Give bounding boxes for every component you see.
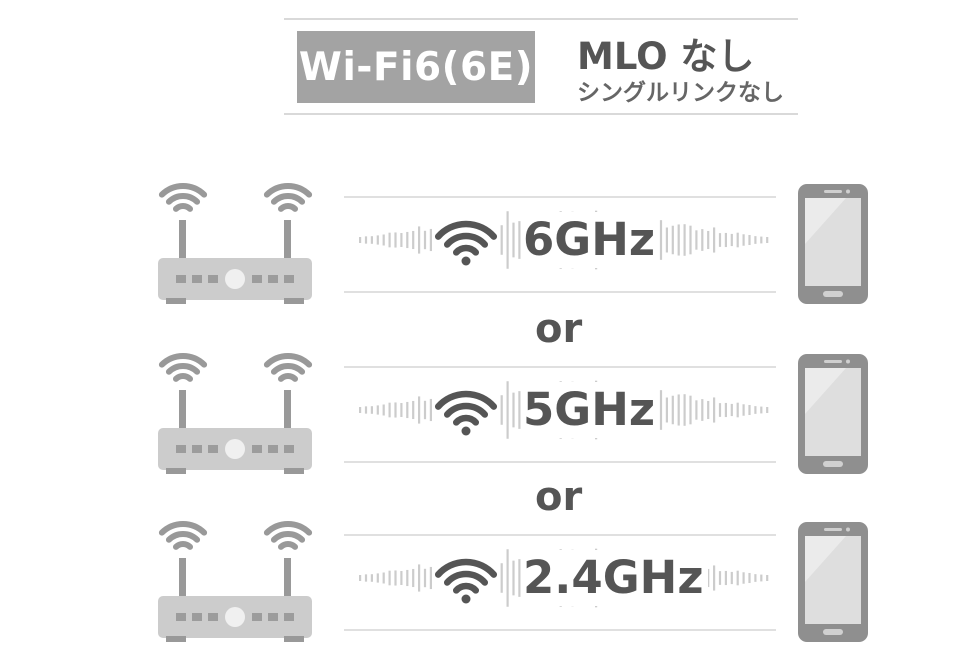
smartphone-icon: [798, 354, 868, 474]
smartphone-icon: [798, 522, 868, 642]
band-label: 6GHz: [521, 212, 660, 268]
band-top-line: [344, 534, 776, 536]
wifi-icon: [434, 555, 498, 605]
standard-badge: Wi-Fi6(6E): [297, 31, 535, 103]
band-bottom-line: [344, 291, 776, 293]
band-label: 5GHz: [521, 382, 660, 438]
band-row-6ghz: 6GHz: [0, 180, 960, 305]
band-bottom-line: [344, 629, 776, 631]
smartphone-icon: [798, 184, 868, 304]
mlo-title: MLO なし: [577, 35, 755, 78]
band-top-line: [344, 196, 776, 198]
band-row-5ghz: 5GHz: [0, 350, 960, 475]
band-row-2-4ghz: 2.4GHz: [0, 518, 960, 643]
router-icon: [158, 183, 313, 304]
band-bottom-line: [344, 461, 776, 463]
wifi-icon: [434, 217, 498, 267]
router-icon: [158, 353, 313, 474]
router-icon: [158, 521, 313, 642]
band-top-line: [344, 366, 776, 368]
header-top-line: [284, 18, 798, 20]
mlo-subtitle: シングルリンクなし: [577, 80, 784, 106]
wifi-icon: [434, 387, 498, 437]
band-label: 2.4GHz: [521, 550, 708, 606]
header-bottom-line: [284, 113, 798, 115]
